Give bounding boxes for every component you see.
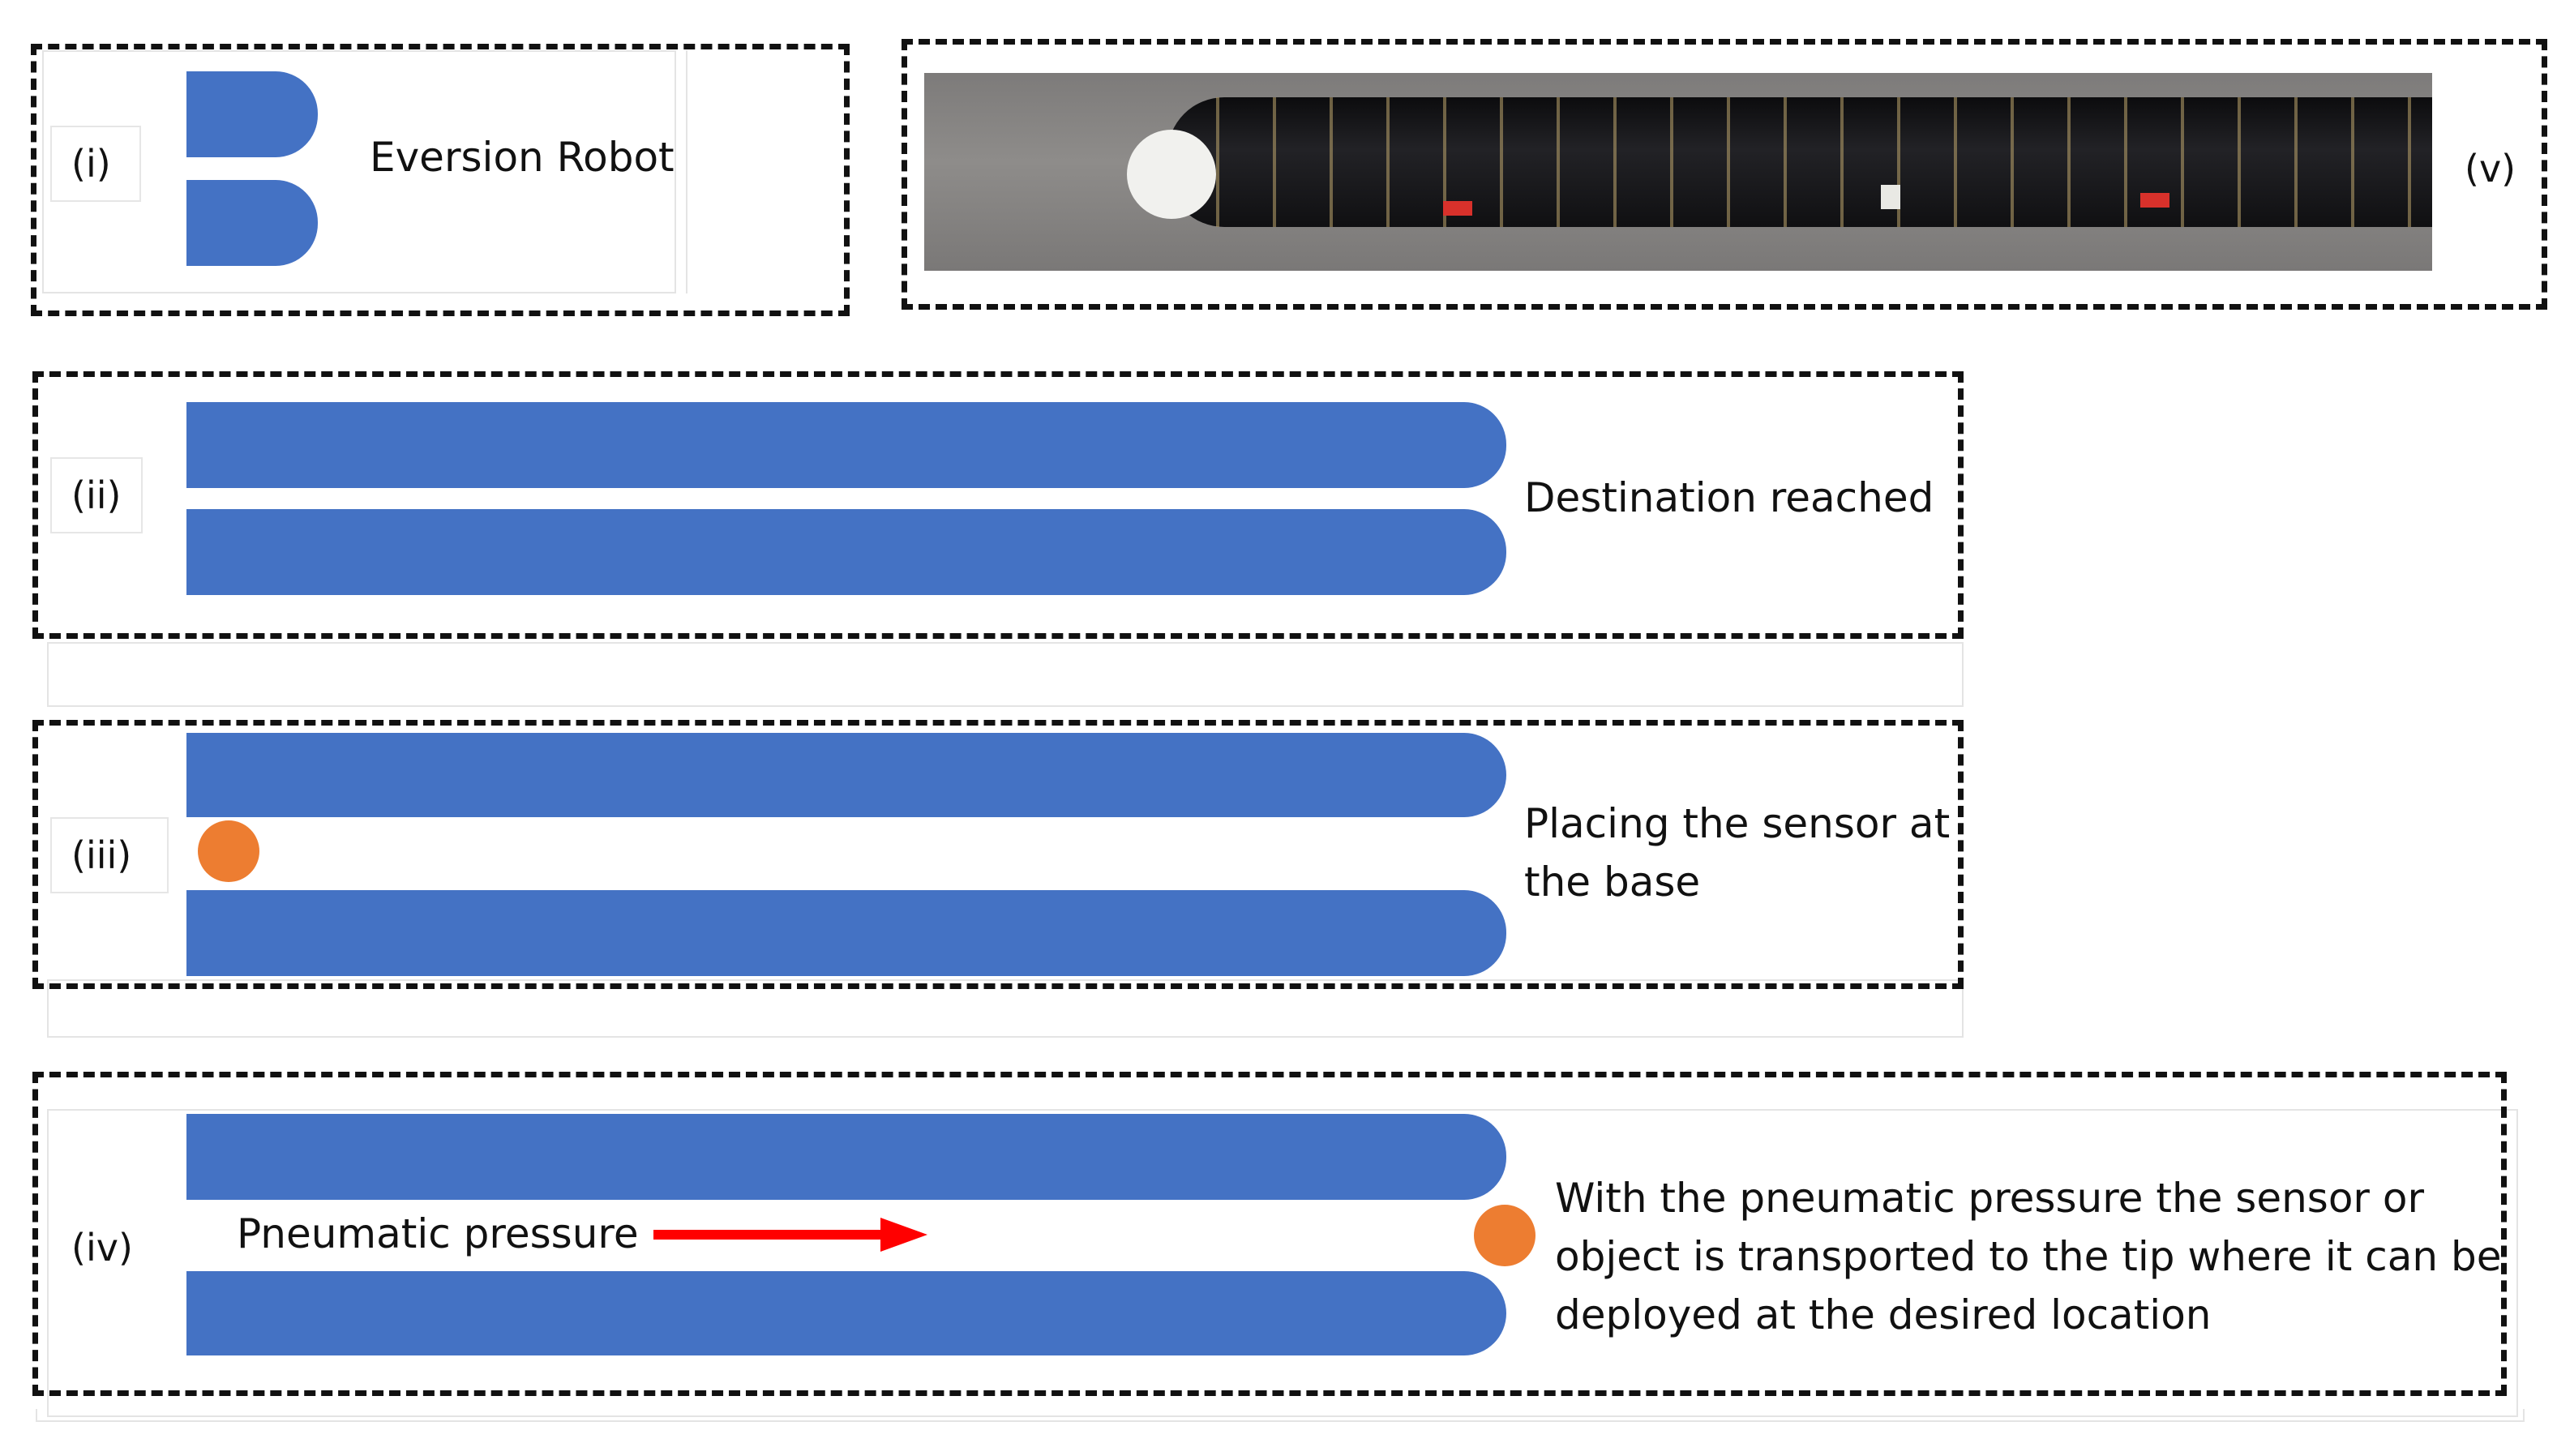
robot-body-lower (186, 1271, 1506, 1355)
panel-iii-label: (iii) (50, 817, 169, 893)
robot-tube (1167, 97, 2432, 227)
panel-iv-label: (iv) (50, 1210, 154, 1286)
panel-iii-frame (32, 720, 1964, 989)
eversion-robot-photo (924, 73, 2432, 271)
robot-body-upper (186, 1114, 1506, 1200)
panel-ii-frame (32, 371, 1964, 639)
panel-v-label: (v) (2465, 147, 2516, 191)
panel-i-inner-frame (42, 50, 676, 293)
robot-body-lower (186, 180, 318, 266)
robot-body-upper (186, 71, 318, 157)
panel-ii-under-frame (47, 642, 1964, 707)
panel-iv-inner-frame (47, 1109, 2518, 1417)
sensor-at-base (198, 820, 259, 882)
panel-iii-caption: Placing the sensor at the base (1524, 800, 1951, 906)
robot-body-upper (186, 733, 1506, 817)
panel-iv-caption: With the pneumatic pressure the sensor o… (1555, 1175, 2502, 1338)
panel-iv-frame (32, 1072, 2507, 1396)
panel-ii-label: (ii) (50, 457, 143, 533)
panel-i-caption: Eversion Robot (370, 134, 675, 181)
panel-iv-bottom-line (36, 1409, 2525, 1422)
pressure-arrow-icon (653, 1218, 927, 1252)
pneumatic-pressure-label: Pneumatic pressure (237, 1210, 639, 1257)
panel-iii-under-frame (47, 979, 1964, 1038)
panel-i-side-frame (686, 50, 694, 293)
robot-tip-cap (1127, 130, 1216, 219)
panel-i-frame (31, 44, 850, 316)
robot-body-lower (186, 509, 1506, 595)
robot-body-upper (186, 402, 1506, 488)
panel-ii-caption: Destination reached (1524, 474, 1934, 521)
sensor-at-tip (1474, 1205, 1535, 1266)
panel-i-label: (i) (50, 126, 141, 202)
panel-v-frame (902, 39, 2547, 310)
robot-body-lower (186, 890, 1506, 976)
